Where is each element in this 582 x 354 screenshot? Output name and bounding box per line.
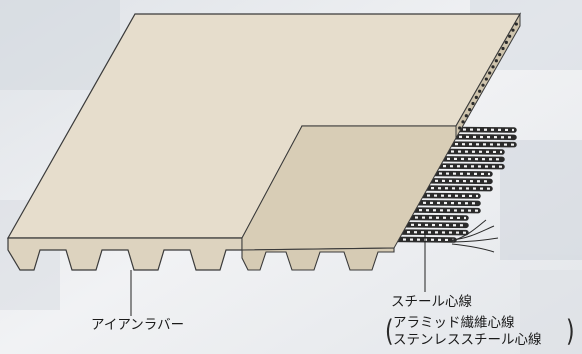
side-hole-10	[488, 71, 492, 75]
side-hole-9	[484, 77, 488, 81]
side-holes	[458, 22, 518, 130]
side-hole-15	[504, 40, 508, 44]
side-hole-13	[498, 53, 502, 57]
side-hole-3	[464, 114, 468, 118]
stainless-core-label: ステンレススチール心線	[393, 332, 542, 348]
open-paren: (	[385, 315, 394, 350]
iron-rubber-label: アイアンラバー	[91, 317, 185, 333]
side-hole-17	[511, 28, 515, 32]
side-hole-12	[494, 59, 498, 63]
side-hole-7	[478, 89, 482, 93]
lower-teeth	[241, 247, 395, 271]
side-hole-8	[481, 83, 485, 87]
close-paren: )	[566, 315, 575, 350]
frayed-cord-end	[451, 219, 499, 253]
side-hole-14	[501, 46, 505, 51]
belt-front-face	[7, 237, 243, 271]
side-hole-18	[514, 22, 518, 26]
steel-core-label: スチール心線	[391, 294, 472, 310]
side-hole-11	[491, 65, 495, 69]
aramid-core-label: アラミッド繊維心線	[393, 315, 515, 331]
side-hole-6	[474, 95, 478, 99]
side-hole-2	[461, 120, 465, 124]
side-hole-4	[468, 108, 472, 112]
side-hole-5	[471, 101, 475, 106]
side-hole-1	[458, 126, 462, 130]
side-hole-16	[508, 34, 512, 38]
